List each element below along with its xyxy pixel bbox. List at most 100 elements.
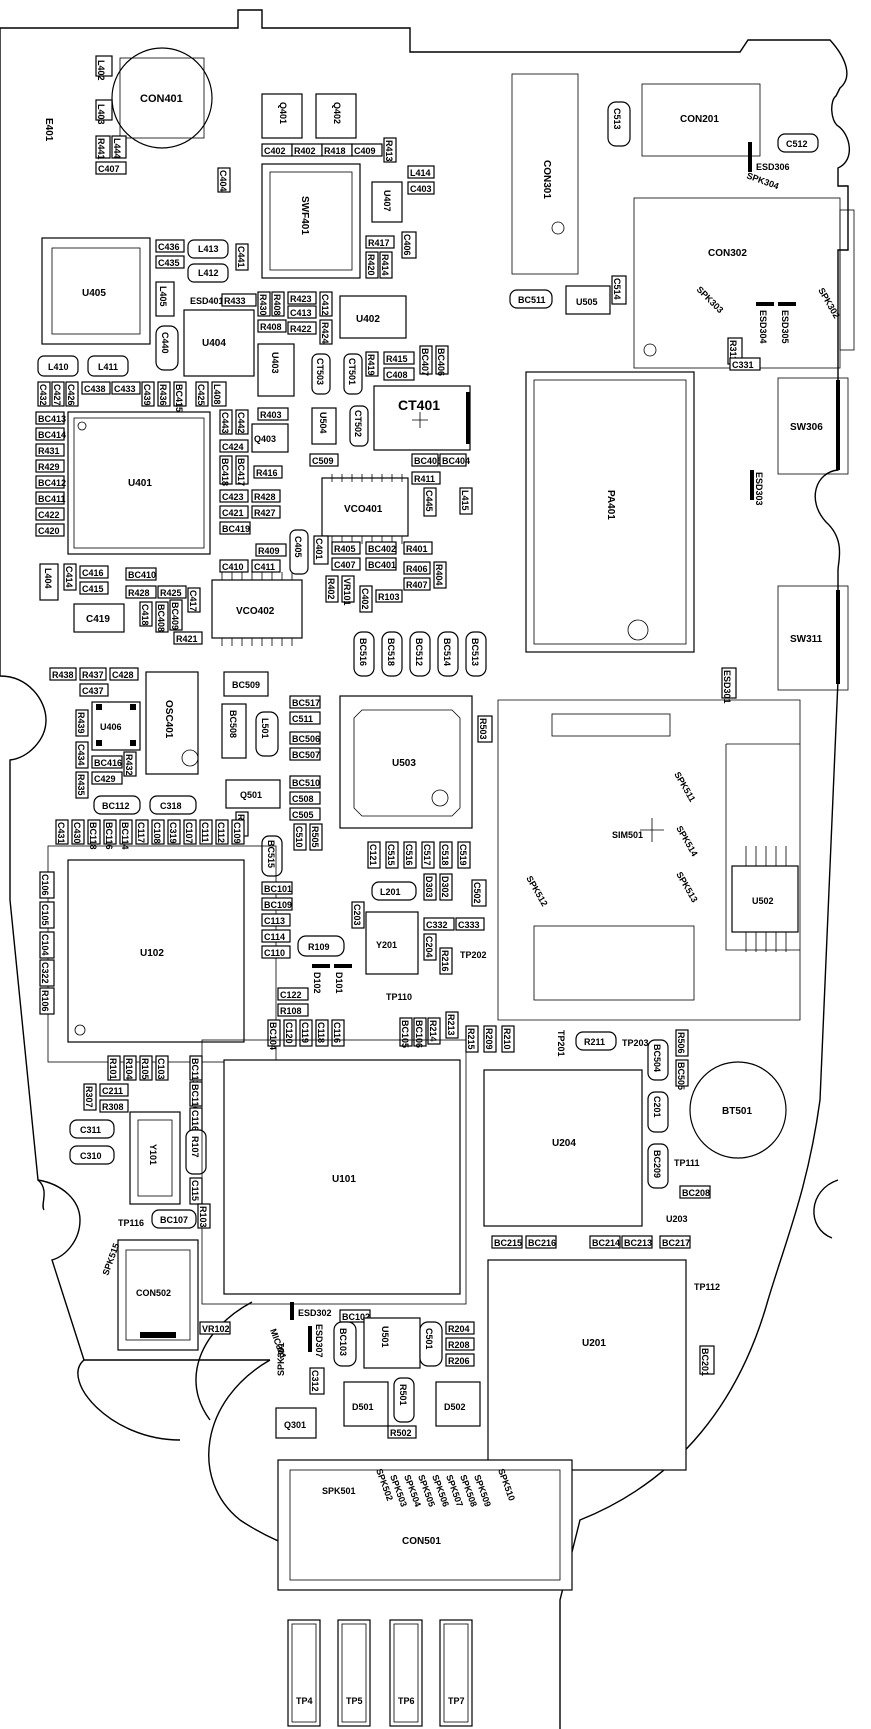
svg-text:C418: C418 xyxy=(140,604,150,626)
svg-text:C515: C515 xyxy=(386,844,396,866)
con302-label: CON302 xyxy=(708,248,747,259)
svg-text:C417: C417 xyxy=(188,590,198,612)
svg-text:Q401: Q401 xyxy=(278,102,288,124)
bc-pills-row: BC516 BC518 BC512 BC514 BC513 xyxy=(353,631,487,677)
svg-text:BC209: BC209 xyxy=(652,1150,662,1178)
svg-text:C112: C112 xyxy=(216,822,226,843)
svg-text:C442: C442 xyxy=(236,412,246,434)
svg-text:C113: C113 xyxy=(264,916,285,926)
svg-text:R425: R425 xyxy=(160,588,182,598)
u405-box xyxy=(41,237,151,345)
svg-text:C502: C502 xyxy=(472,882,482,904)
svg-text:C434: C434 xyxy=(76,744,86,766)
u503-box xyxy=(339,695,473,829)
svg-text:R429: R429 xyxy=(38,462,60,472)
esd305-label: ESD305 xyxy=(780,310,790,344)
svg-text:C501: C501 xyxy=(424,1328,434,1350)
parts-right-u204: C201 BC209 TP111 BC208 U203 xyxy=(647,1091,711,1224)
svg-text:R211: R211 xyxy=(584,1037,605,1047)
svg-text:C121: C121 xyxy=(368,844,378,866)
svg-text:BC103: BC103 xyxy=(338,1328,348,1356)
svg-text:L405: L405 xyxy=(158,286,168,307)
svg-text:C423: C423 xyxy=(222,492,244,502)
svg-text:C103: C103 xyxy=(156,1058,166,1080)
svg-text:C512: C512 xyxy=(786,139,808,149)
svg-text:C424: C424 xyxy=(222,442,244,452)
svg-text:U407: U407 xyxy=(382,190,392,212)
svg-text:L501: L501 xyxy=(260,718,270,739)
svg-text:BC104: BC104 xyxy=(268,1022,278,1050)
sw306-label: SW306 xyxy=(790,422,823,433)
svg-text:C519: C519 xyxy=(458,844,468,866)
svg-text:R409: R409 xyxy=(258,546,280,556)
svg-text:BC504: BC504 xyxy=(652,1044,662,1072)
svg-text:CT503: CT503 xyxy=(315,358,325,385)
svg-text:R438: R438 xyxy=(52,670,74,680)
parts-right-u401: C443 C442 R403 Q403 C424 BC418 BC417 R41… xyxy=(219,407,339,535)
svg-text:BC214: BC214 xyxy=(592,1238,620,1248)
con301-label: CON301 xyxy=(541,160,552,199)
svg-text:C443: C443 xyxy=(220,412,230,434)
svg-text:C109: C109 xyxy=(232,822,242,844)
svg-text:R430: R430 xyxy=(258,294,268,316)
svg-text:C107: C107 xyxy=(184,822,194,844)
svg-text:BC106: BC106 xyxy=(414,1020,424,1048)
svg-text:C116: C116 xyxy=(190,1110,200,1131)
svg-text:C108: C108 xyxy=(152,822,162,844)
svg-text:R408: R408 xyxy=(260,322,282,332)
vco401-box xyxy=(321,477,409,537)
svg-text:R307: R307 xyxy=(84,1086,94,1108)
svg-text:BC105: BC105 xyxy=(400,1020,410,1048)
svg-text:TP7: TP7 xyxy=(448,1696,465,1706)
bc201-label: BC201 xyxy=(700,1348,710,1376)
svg-text:C106: C106 xyxy=(40,874,50,896)
spk303-label: SPK303 xyxy=(695,284,726,315)
vco402-label: VCO402 xyxy=(236,606,275,617)
svg-text:U402: U402 xyxy=(356,314,380,325)
svg-text:R506: R506 xyxy=(676,1032,686,1054)
esd303-label: ESD303 xyxy=(754,472,764,506)
test-pads: TP4 TP5 TP6 TP7 xyxy=(287,1619,473,1727)
svg-text:R108: R108 xyxy=(280,1006,302,1016)
svg-text:C426: C426 xyxy=(66,384,76,406)
svg-text:C510: C510 xyxy=(294,826,304,848)
svg-text:C517: C517 xyxy=(422,844,432,866)
svg-text:BC118: BC118 xyxy=(88,822,98,850)
svg-text:R204: R204 xyxy=(448,1324,470,1334)
svg-text:CT501: CT501 xyxy=(347,358,357,385)
parts-row-above-u101: BC104 C120 C119 C118 C116 BC105 BC106 R2… xyxy=(267,1011,689,1090)
svg-text:C120: C120 xyxy=(284,1022,294,1044)
svg-text:ESD307: ESD307 xyxy=(314,1324,324,1358)
svg-text:R402: R402 xyxy=(294,146,316,156)
svg-text:R103: R103 xyxy=(198,1206,208,1228)
svg-text:BC412: BC412 xyxy=(38,478,66,488)
svg-text:Q403: Q403 xyxy=(254,434,276,444)
svg-text:CON201: CON201 xyxy=(680,114,719,125)
svg-text:R413: R413 xyxy=(384,140,394,162)
svg-text:C428: C428 xyxy=(112,670,134,680)
svg-text:C513: C513 xyxy=(612,108,622,130)
ct401-label: CT401 xyxy=(398,397,440,413)
svg-text:C402: C402 xyxy=(360,588,370,610)
svg-text:R104: R104 xyxy=(124,1058,134,1080)
vco402-box xyxy=(211,579,303,639)
spk512-label: SPK512 xyxy=(524,874,549,908)
svg-text:C508: C508 xyxy=(292,794,314,804)
svg-text:BC101: BC101 xyxy=(264,884,292,894)
svg-text:C440: C440 xyxy=(160,332,170,354)
u401-label: U401 xyxy=(128,478,152,489)
u502-box xyxy=(731,865,799,933)
svg-text:D302: D302 xyxy=(440,876,450,898)
svg-text:ESD306: ESD306 xyxy=(756,162,790,172)
svg-text:R416: R416 xyxy=(256,468,278,478)
svg-text:C322: C322 xyxy=(40,962,50,984)
svg-text:C319: C319 xyxy=(168,822,178,844)
board-lower-left-arc xyxy=(77,1359,181,1441)
svg-text:R406: R406 xyxy=(406,564,428,574)
svg-text:C211: C211 xyxy=(102,1086,123,1096)
svg-text:BC419: BC419 xyxy=(222,524,250,534)
svg-text:R206: R206 xyxy=(448,1356,470,1366)
con401-circle xyxy=(111,47,213,149)
svg-text:TP112: TP112 xyxy=(694,1282,720,1292)
